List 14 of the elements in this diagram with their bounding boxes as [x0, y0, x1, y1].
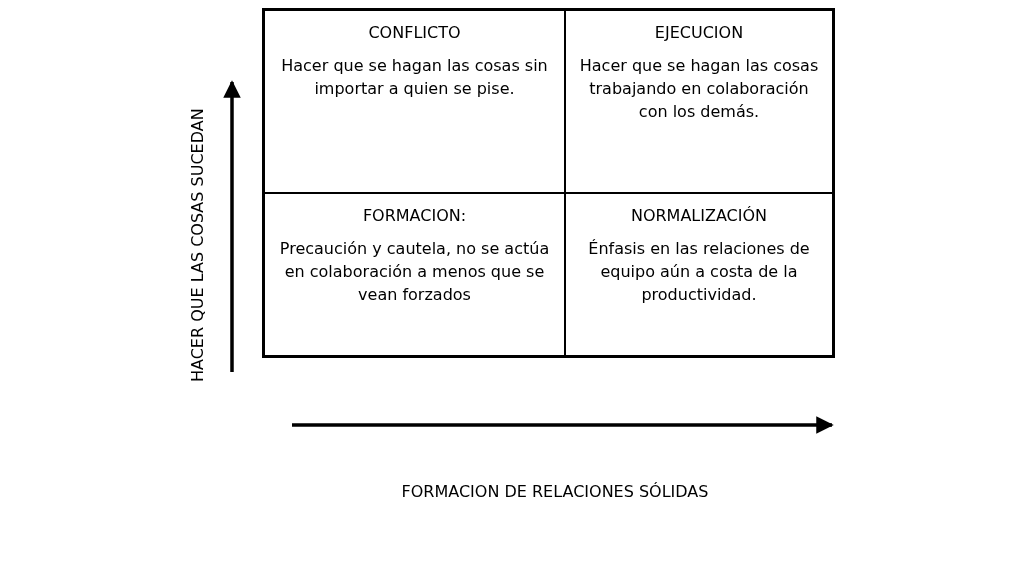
- quadrant-title: NORMALIZACIÓN: [629, 206, 769, 225]
- quadrant-description: Precaución y cautela, no se actúa en colaboración a menos que se vean forzados: [278, 238, 551, 306]
- quadrant-description: Énfasis en las relaciones de equipo aún a costa de la productividad.: [587, 238, 811, 306]
- quadrant-title: CONFLICTO: [367, 23, 462, 42]
- quadrant-box: [565, 8, 835, 193]
- axis-title: FORMACION DE RELACIONES SÓLIDAS: [400, 482, 710, 501]
- quadrant-box: [262, 193, 565, 358]
- quadrant-title: FORMACION:: [361, 206, 468, 225]
- quadrant-box: [565, 193, 835, 358]
- quadrant-title: EJECUCION: [653, 23, 745, 42]
- quadrant-description: Hacer que se hagan las cosas trabajando en colaboración con los demás.: [578, 55, 820, 123]
- quadrant-box: [262, 8, 565, 193]
- axis-title: HACER QUE LAS COSAS SUCEDAN: [188, 107, 207, 384]
- quadrant-description: Hacer que se hagan las cosas sin importar a quien se pise.: [280, 55, 549, 100]
